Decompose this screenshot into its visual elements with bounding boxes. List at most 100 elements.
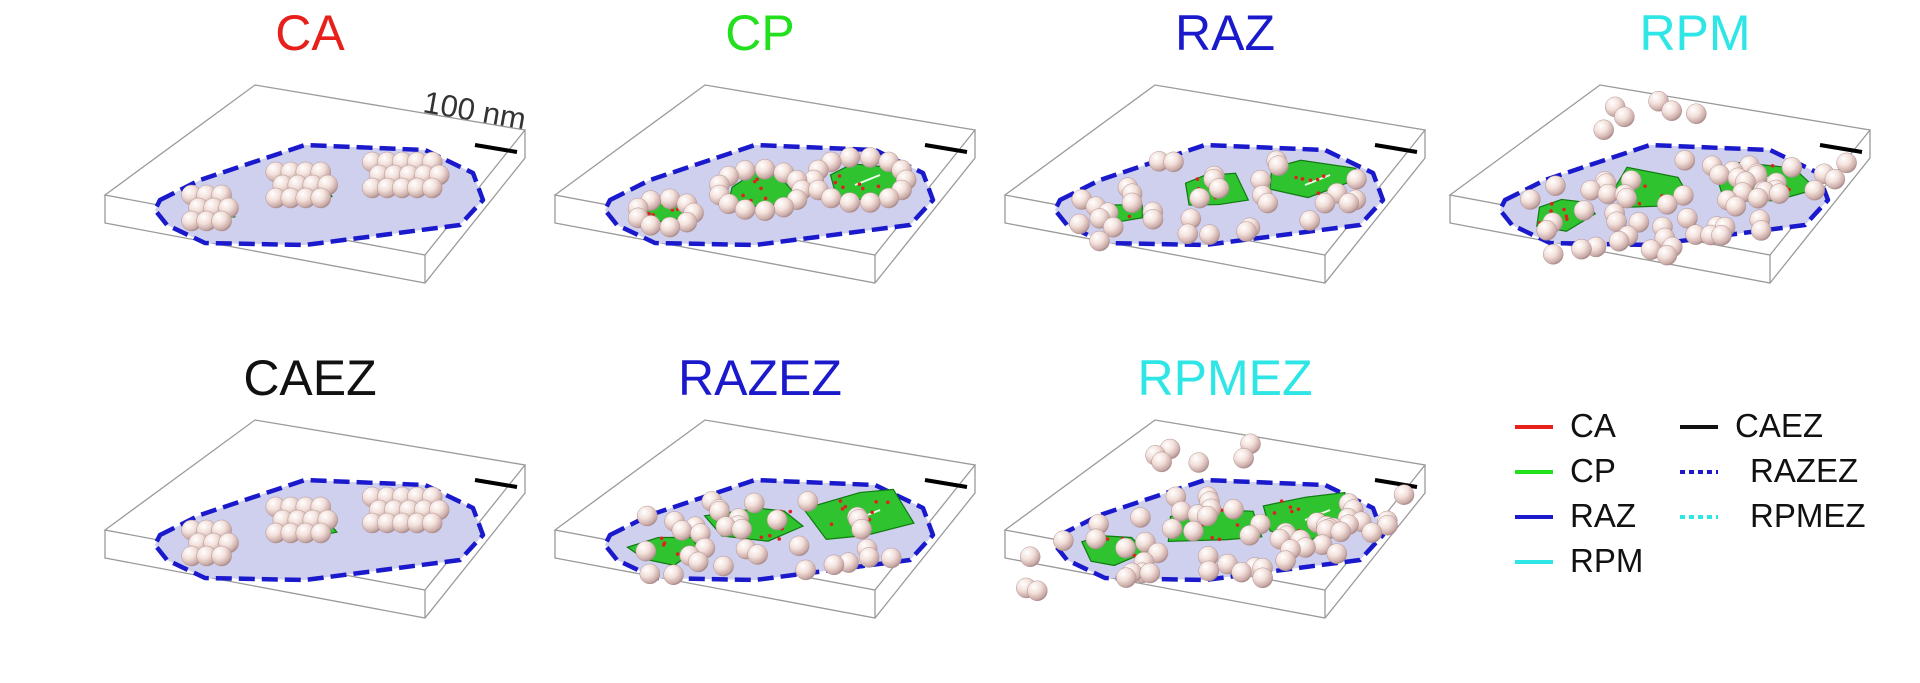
vesicle-sphere	[1628, 212, 1650, 233]
vesicle-sphere	[1580, 180, 1601, 201]
vesicle-sphere	[687, 551, 709, 573]
red-dot	[1770, 163, 1775, 168]
red-dot	[768, 533, 772, 538]
vesicle-sphere	[1709, 164, 1730, 186]
vesicle-sphere	[1239, 525, 1260, 546]
vesicle-sphere	[1085, 528, 1107, 550]
red-dot	[829, 522, 834, 527]
vesicle-sphere	[839, 147, 860, 168]
red-dot	[759, 186, 763, 191]
vesicle-sphere	[1614, 106, 1635, 128]
red-dot	[857, 182, 862, 186]
vesicle-sphere	[713, 555, 734, 577]
vesicle-sphere	[663, 564, 684, 586]
vesicle-sphere	[1019, 546, 1041, 567]
scale-bar	[474, 478, 518, 489]
red-dot	[861, 186, 865, 191]
red-dot	[1549, 202, 1554, 206]
vesicle-sphere	[1151, 451, 1172, 473]
vesicle-sphere	[1769, 183, 1790, 204]
vesicle-sphere	[766, 509, 788, 531]
vesicle-sphere	[1257, 192, 1279, 214]
vesicle-sphere	[1102, 216, 1124, 238]
legend-label-razez: RAZEZ	[1750, 452, 1858, 489]
vesicle-sphere	[851, 518, 872, 540]
red-dot	[1127, 214, 1132, 219]
vesicle-sphere	[1231, 561, 1252, 583]
vesicle-sphere	[1608, 230, 1630, 252]
vesicle-sphere	[734, 199, 756, 220]
vesicle-sphere	[671, 520, 693, 541]
vesicle-sphere	[744, 492, 765, 514]
red-dot	[1294, 175, 1298, 180]
vesicle-sphere	[1824, 168, 1846, 190]
panel-rpmez	[1003, 419, 1427, 619]
vesicle-sphere	[1223, 499, 1244, 520]
vesicle-sphere	[839, 192, 860, 213]
vesicle-sphere	[1053, 530, 1074, 551]
vesicle-sphere	[1027, 580, 1048, 602]
vesicle-sphere	[823, 554, 845, 576]
red-dot	[741, 193, 745, 198]
red-dot	[1564, 214, 1569, 218]
red-dot	[840, 507, 845, 511]
vesicle-sphere	[1189, 187, 1210, 209]
red-dot	[1637, 201, 1642, 206]
vesicle-sphere	[421, 512, 443, 534]
vesicle-sphere	[1361, 522, 1383, 543]
vesicle-sphere	[795, 559, 816, 581]
scale-bar	[924, 143, 968, 154]
vesicle-sphere	[1188, 452, 1210, 473]
vesicle-sphere	[797, 491, 819, 512]
vesicle-sphere	[1121, 192, 1143, 214]
panel-rpm	[1448, 84, 1872, 284]
vesicle-sphere	[1725, 196, 1747, 217]
vesicle-sphere	[211, 210, 232, 232]
vesicle-sphere	[1804, 179, 1825, 201]
vesicle-sphere	[1275, 550, 1296, 571]
vesicle-sphere	[1536, 220, 1557, 241]
vesicle-sphere	[860, 147, 881, 168]
red-dot	[1272, 511, 1277, 515]
vesicle-sphere	[881, 547, 902, 569]
vesicle-sphere	[1542, 244, 1564, 265]
panel-title-raz: RAZ	[1175, 5, 1275, 61]
vesicle-sphere	[1520, 189, 1541, 210]
vesicle-sphere	[1677, 207, 1698, 229]
panel-raz	[1003, 84, 1427, 284]
vesicle-sphere	[731, 519, 752, 540]
red-dot	[662, 541, 667, 545]
vesicle-sphere	[1115, 537, 1136, 559]
vesicle-sphere	[1233, 448, 1254, 469]
panel-title-caez: CAEZ	[243, 350, 376, 406]
vesicle-sphere	[310, 522, 332, 544]
panel-title-cp: CP	[725, 5, 794, 61]
red-dot	[763, 196, 768, 201]
red-dot	[833, 180, 838, 185]
red-dot	[874, 500, 878, 504]
vesicle-sphere	[1781, 157, 1803, 178]
red-dot	[870, 510, 874, 515]
legend-label-cp: CP	[1570, 452, 1616, 489]
panel-ca	[103, 84, 527, 284]
vesicle-sphere	[1299, 210, 1320, 231]
scale-bar	[1374, 478, 1418, 489]
scale-bar	[474, 143, 518, 154]
vesicle-sphere	[1177, 223, 1199, 245]
red-dot	[1235, 523, 1240, 527]
vesicle-sphere	[788, 535, 810, 557]
red-dot	[1296, 507, 1301, 511]
red-dot	[1217, 537, 1222, 542]
red-dot	[1289, 509, 1294, 514]
vesicle-sphere	[1338, 192, 1360, 214]
red-dot	[659, 536, 664, 541]
vesicle-sphere	[1573, 200, 1595, 221]
vesicle-sphere	[1199, 224, 1220, 245]
red-dot	[647, 211, 651, 216]
vesicle-sphere	[747, 544, 768, 565]
red-dot	[670, 208, 675, 212]
vesicle-sphere	[1673, 185, 1694, 206]
red-dot	[759, 535, 764, 540]
vesicle-sphere	[1252, 567, 1273, 589]
panel-caez	[103, 419, 527, 619]
